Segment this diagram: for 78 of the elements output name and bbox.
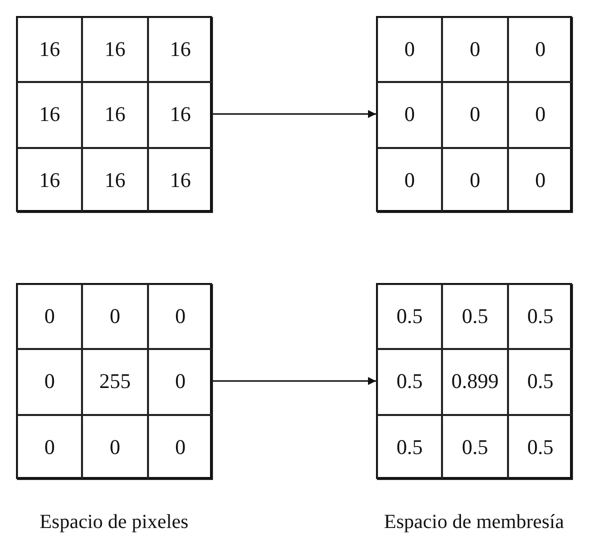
cell-value: 0.5 [396,369,423,394]
table-cell [17,349,82,415]
cell-value: 16 [39,102,60,128]
cell-value: 0 [404,168,415,193]
table-cell [442,82,508,148]
cell-value: 0 [535,102,546,128]
table-cell [148,148,213,213]
cell-value: 0 [44,304,55,330]
table-cell [442,414,508,480]
cell-value: 0 [110,304,120,330]
table-cell [377,82,442,148]
cell-value: 16 [104,102,126,128]
grid-caption: Espacio de membresía [383,511,565,534]
table-cell [377,414,442,480]
cell-value: 0 [404,37,415,62]
table-cell [377,148,442,213]
table-cell [17,414,82,480]
cell-value: 16 [170,168,191,193]
grid-table [376,16,572,212]
table-cell [508,349,573,415]
cell-value: 16 [104,168,126,193]
cell-value: 0.5 [396,434,423,460]
table-cell [82,148,148,213]
table-cell [148,17,213,82]
table-cell [82,349,148,415]
cell-value: 255 [99,369,131,394]
grid-caption: Espacio de pixeles [38,511,190,534]
table-cell [508,17,573,82]
cell-value: 0 [470,102,480,128]
table-cell [508,284,573,350]
cell-value: 0.5 [527,369,554,394]
cell-value: 16 [39,168,60,193]
table-cell [377,349,442,415]
cell-value: 0 [535,168,546,193]
cell-value: 0 [110,434,120,460]
table-cell [442,349,508,415]
cell-value: 16 [170,102,191,128]
cell-value: 0 [175,369,186,394]
cell-value: 0.5 [527,304,554,330]
table-cell [508,414,573,480]
cell-value: 0 [44,369,55,394]
table-cell [508,148,573,213]
cell-value: 0.5 [396,304,423,330]
cell-value: 0 [470,37,480,62]
grid-table [16,16,212,212]
table-cell [508,82,573,148]
table-cell [148,414,213,480]
cell-value: 0 [44,434,55,460]
table-cell [377,284,442,350]
table-cell [82,17,148,82]
cell-value: 16 [170,37,191,62]
cell-value: 16 [104,37,126,62]
cell-value: 0.5 [527,434,554,460]
table-cell [17,82,82,148]
cell-value: 0 [175,434,186,460]
cell-value: 0.5 [462,434,488,460]
cell-value: 0 [535,37,546,62]
table-cell [82,82,148,148]
cell-value: 0.5 [462,304,488,330]
table-cell [442,17,508,82]
cell-value: 0 [404,102,415,128]
arrow [212,110,376,118]
table-cell [82,414,148,480]
arrow [212,377,376,385]
table-cell [442,284,508,350]
table-cell [82,284,148,350]
table-cell [148,284,213,350]
table-cell [17,148,82,213]
cell-value: 0 [470,168,480,193]
cell-value: 16 [39,37,60,62]
table-cell [442,148,508,213]
table-cell [17,284,82,350]
table-cell [148,82,213,148]
table-cell [377,17,442,82]
table-cell [148,349,213,415]
cell-value: 0 [175,304,186,330]
table-cell [17,17,82,82]
cell-value: 0.899 [451,369,499,394]
